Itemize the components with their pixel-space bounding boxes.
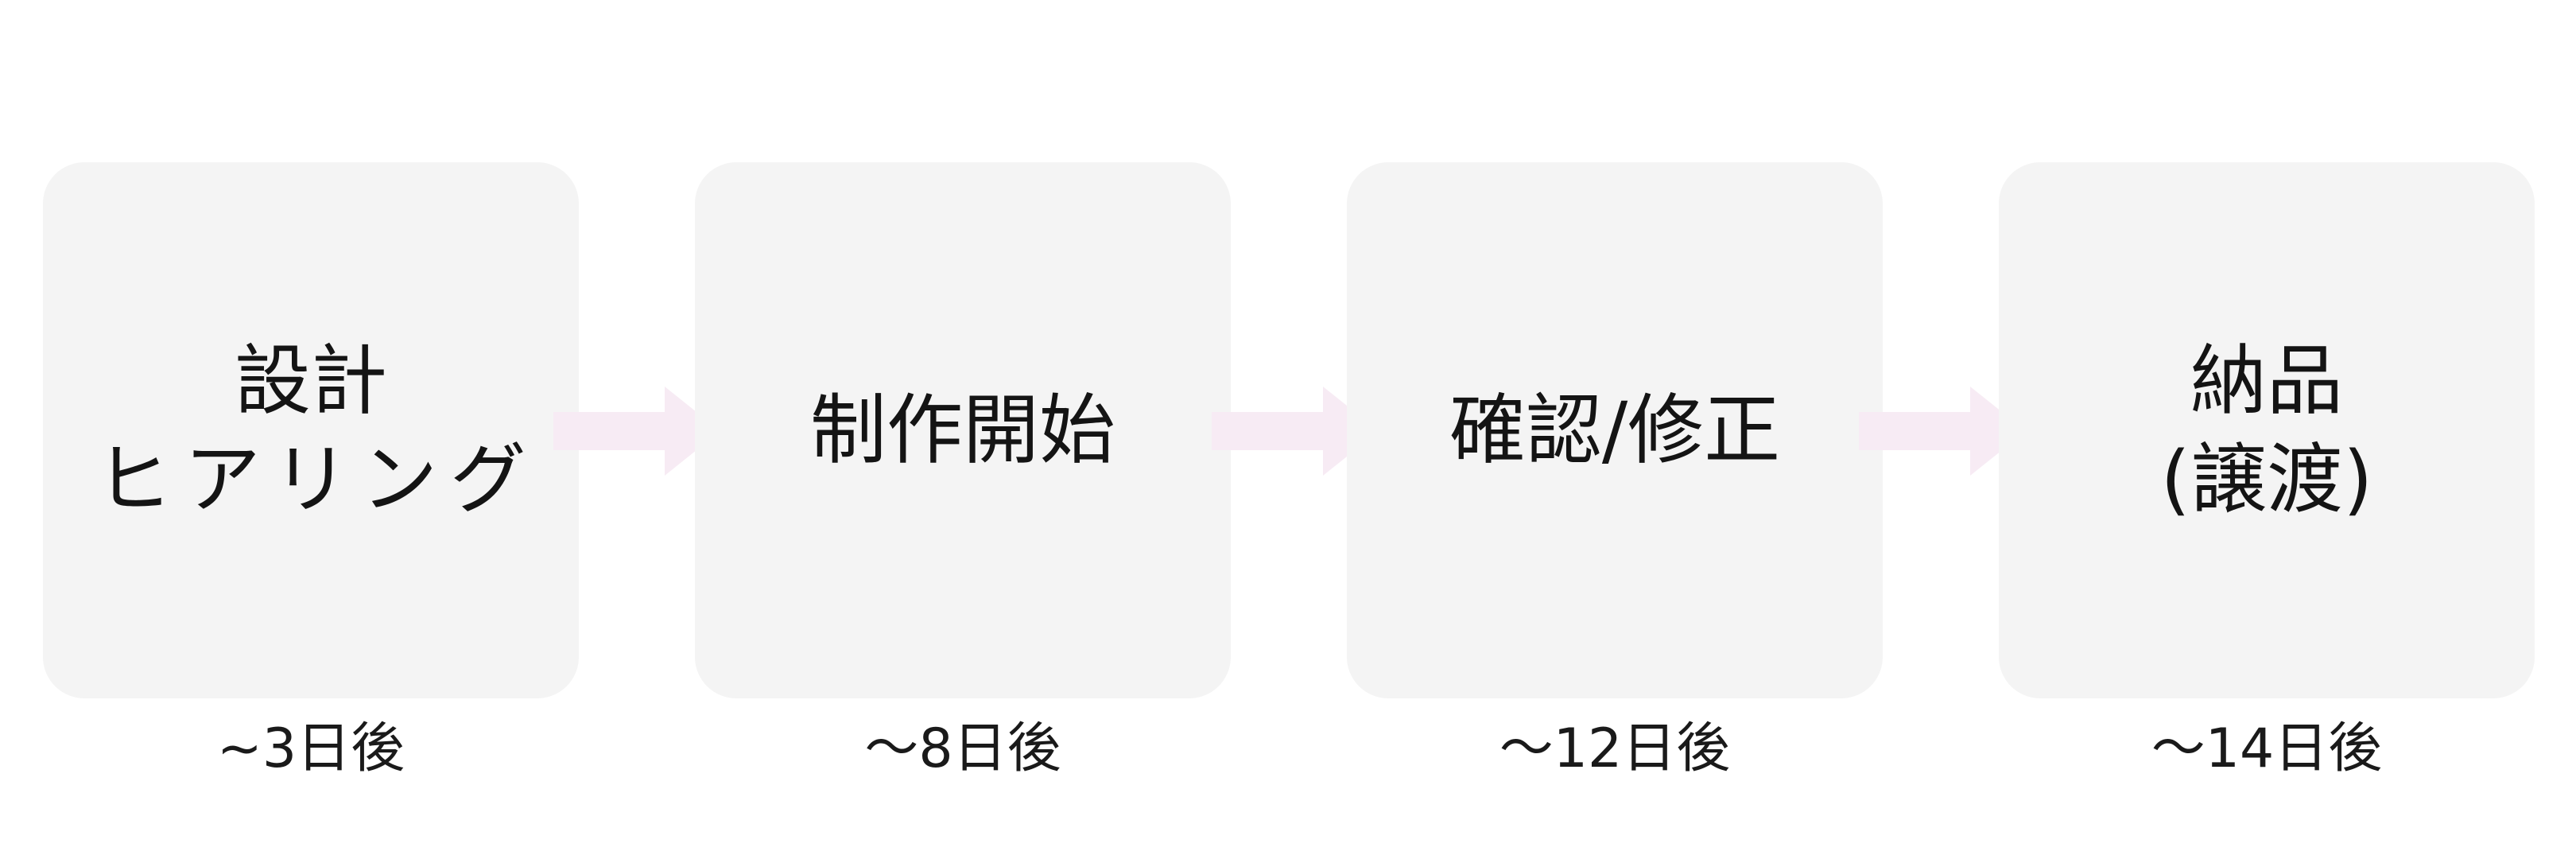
step-title: 設計 <box>235 336 387 426</box>
step-time-label: 〜8日後 <box>864 717 1061 780</box>
arrow-right-icon <box>553 387 720 476</box>
step-title: 制作開始 <box>810 386 1115 475</box>
step-time-label: ~3日後 <box>216 717 405 780</box>
step-box-hearing: 設計 ヒアリング <box>43 162 579 698</box>
step-time-label: 〜12日後 <box>1499 717 1731 780</box>
step-subtitle: (譲渡) <box>2160 435 2373 524</box>
step-time-label: 〜14日後 <box>2151 717 2383 780</box>
step-subtitle: ヒアリング <box>95 435 539 524</box>
step-box-review: 確認/修正 <box>1347 162 1883 698</box>
step-box-production: 制作開始 <box>695 162 1231 698</box>
arrow-right-icon <box>1859 387 2026 476</box>
arrow-right-icon <box>1212 387 1379 476</box>
step-box-delivery: 納品 (譲渡) <box>1999 162 2535 698</box>
step-title: 納品 <box>2190 336 2343 426</box>
step-title: 確認/修正 <box>1449 386 1781 475</box>
